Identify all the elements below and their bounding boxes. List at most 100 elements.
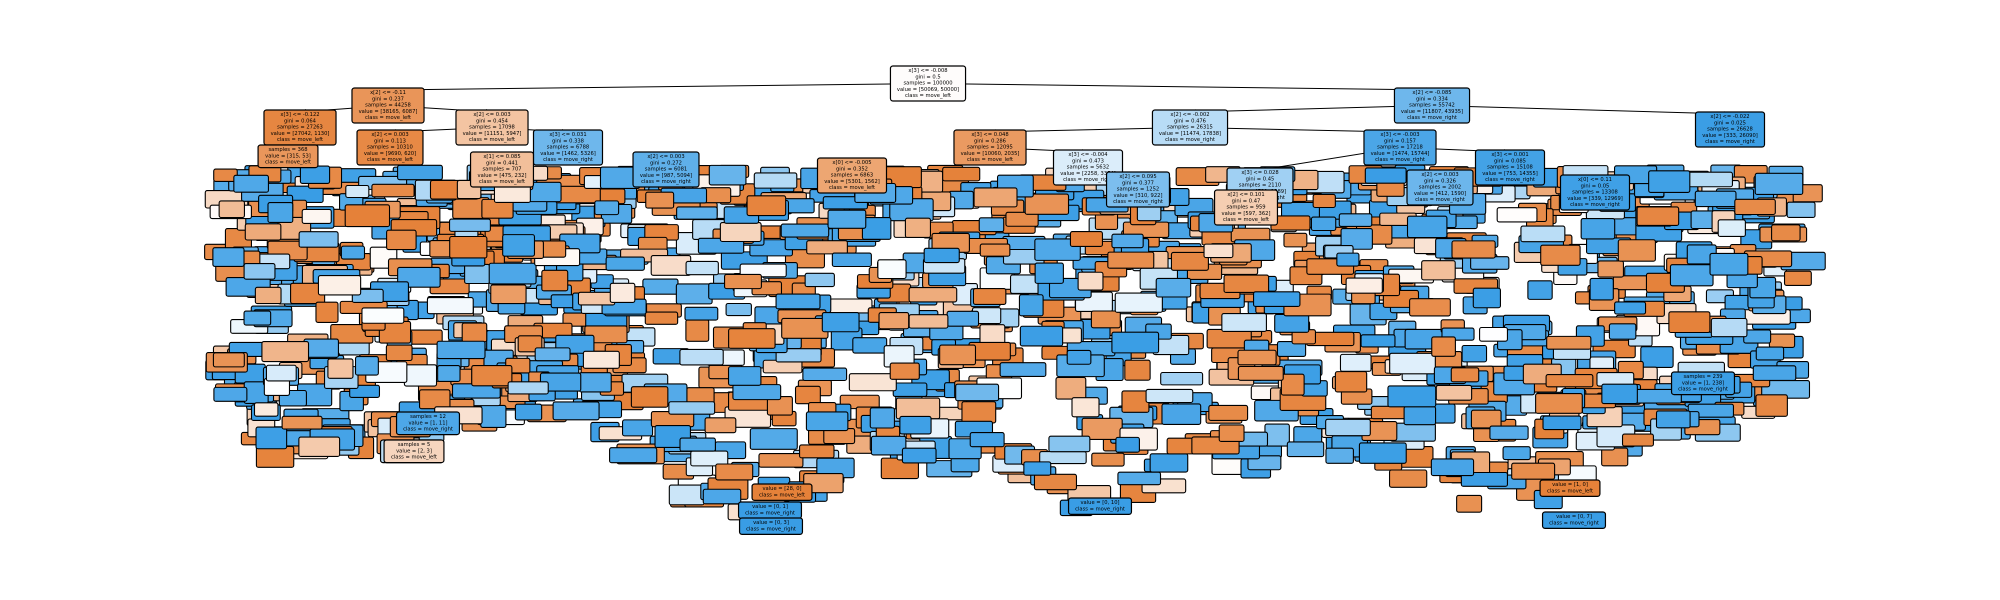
tree-node-box <box>1511 462 1556 480</box>
tree-node-text: samples = 959 <box>1226 205 1265 211</box>
tree-node-box <box>301 208 332 224</box>
tree-node-box <box>243 263 276 280</box>
tree-node-box <box>488 262 537 285</box>
tree-node-text: samples = 12095 <box>967 145 1013 151</box>
tree-node-box <box>869 407 895 429</box>
tree-node-box <box>1754 172 1804 196</box>
tree-node-box <box>751 483 813 501</box>
tree-node-box <box>904 217 931 239</box>
tree-node-text: samples = 17218 <box>1377 145 1423 151</box>
tree-node-box <box>1648 170 1691 193</box>
tree-node-text: value = [310, 922] <box>1114 193 1163 199</box>
tree-node-text: gini = 0.237 <box>372 96 404 102</box>
tree-node-text: samples = 15108 <box>1487 165 1533 171</box>
tree-node-box <box>317 274 362 296</box>
tree-node-text: value = [412, 1590] <box>1414 191 1466 197</box>
tree-node-text: x[3] <= -0.008 <box>908 68 947 74</box>
tree-node-box <box>684 306 719 321</box>
tree-node-text: gini = 0.5 <box>915 74 940 80</box>
tree-node-box <box>969 432 1005 448</box>
tree-node-box <box>1496 207 1538 223</box>
tree-node-text: class = move_right <box>1165 137 1215 143</box>
tree-node-box <box>1601 383 1638 405</box>
tree-node-box <box>1393 87 1471 124</box>
tree-node-box <box>1601 447 1629 467</box>
tree-node-box <box>1066 349 1092 365</box>
tree-node-box <box>1614 301 1647 315</box>
tree-node-box <box>578 372 612 393</box>
tree-node-text: value = [38165, 6087] <box>359 109 418 115</box>
tree-node-box <box>552 401 600 421</box>
tree-node: value = [0, 3]class = move_right <box>738 517 804 535</box>
tree-node-text: class = move_left <box>829 185 875 191</box>
tree-node-text: x[0] <= -0.005 <box>832 160 871 166</box>
tree-node-text: class = move_right <box>1570 202 1620 208</box>
tree-node-box <box>218 200 245 219</box>
tree-node-box <box>942 166 981 182</box>
tree-node-box <box>584 325 628 344</box>
tree-node-text: gini = 0.476 <box>1174 118 1206 124</box>
tree-node-text: class = move_left <box>391 455 437 461</box>
tree-node-box <box>1339 353 1372 372</box>
tree-node-text: value = [11151, 5947] <box>463 131 522 137</box>
tree-node-box <box>1621 433 1654 447</box>
tree-node-box <box>212 247 245 267</box>
tree-node-box <box>804 272 835 288</box>
tree-node-box <box>507 381 549 395</box>
tree-node-box <box>502 234 536 257</box>
tree-node-box <box>1360 334 1396 348</box>
tree-node-box <box>1023 461 1052 476</box>
tree-node-box <box>675 283 713 305</box>
tree-node-box <box>344 204 391 228</box>
tree-node-text: x[3] <= -0.122 <box>280 112 319 118</box>
tree-node-box <box>1431 336 1456 357</box>
tree-node-box <box>781 317 829 339</box>
tree-node-text: class = move_right <box>1485 177 1535 183</box>
tree-node-text: gini = 0.377 <box>1122 180 1154 186</box>
tree-node-box <box>728 328 776 349</box>
tree-node-box <box>426 297 474 315</box>
tree-node-box <box>397 164 443 181</box>
tree-node-box <box>802 367 848 382</box>
tree-node-text: class = move_right <box>1678 387 1728 393</box>
tree-node-box <box>1535 393 1583 414</box>
tree-node-box <box>1019 325 1064 347</box>
tree-edge <box>387 83 929 91</box>
tree-node-text: class = move_right <box>543 157 593 163</box>
tree-node-box <box>340 245 366 260</box>
tree-node-box <box>1655 410 1691 429</box>
tree-node-box <box>1388 469 1428 488</box>
tree-node-box <box>267 202 294 224</box>
tree-node-text: samples = 707 <box>482 167 521 173</box>
tree-node-box <box>668 401 716 415</box>
tree-node-box <box>1435 384 1473 401</box>
tree-node-text: gini = 0.025 <box>1714 120 1746 126</box>
tree-edge <box>1189 105 1433 113</box>
tree-node-text: x[2] <= -0.11 <box>370 90 406 96</box>
tree-node-box <box>889 362 920 380</box>
tree-node-box <box>1539 479 1601 497</box>
tree-node-box <box>955 383 1000 402</box>
tree-node-box <box>1786 201 1816 218</box>
tree-node-box <box>679 437 716 452</box>
tree-node-box <box>1502 446 1531 461</box>
tree-node-text: gini = 0.326 <box>1424 178 1456 184</box>
tree-node-box <box>1221 313 1267 333</box>
tree-node-text: gini = 0.334 <box>1416 96 1449 102</box>
tree-node-box <box>1421 260 1456 281</box>
tree-node-text: value = [9690, 620] <box>364 151 416 157</box>
tree-node-box <box>908 286 958 303</box>
tree-node-box <box>1611 217 1639 236</box>
tree-node-box <box>668 484 705 506</box>
tree-node-text: x[3] <= 0.028 <box>1241 170 1278 176</box>
tree-node-box <box>870 435 907 456</box>
tree-node-text: x[2] <= -0.022 <box>1710 114 1749 120</box>
tree-node-box <box>999 362 1047 377</box>
